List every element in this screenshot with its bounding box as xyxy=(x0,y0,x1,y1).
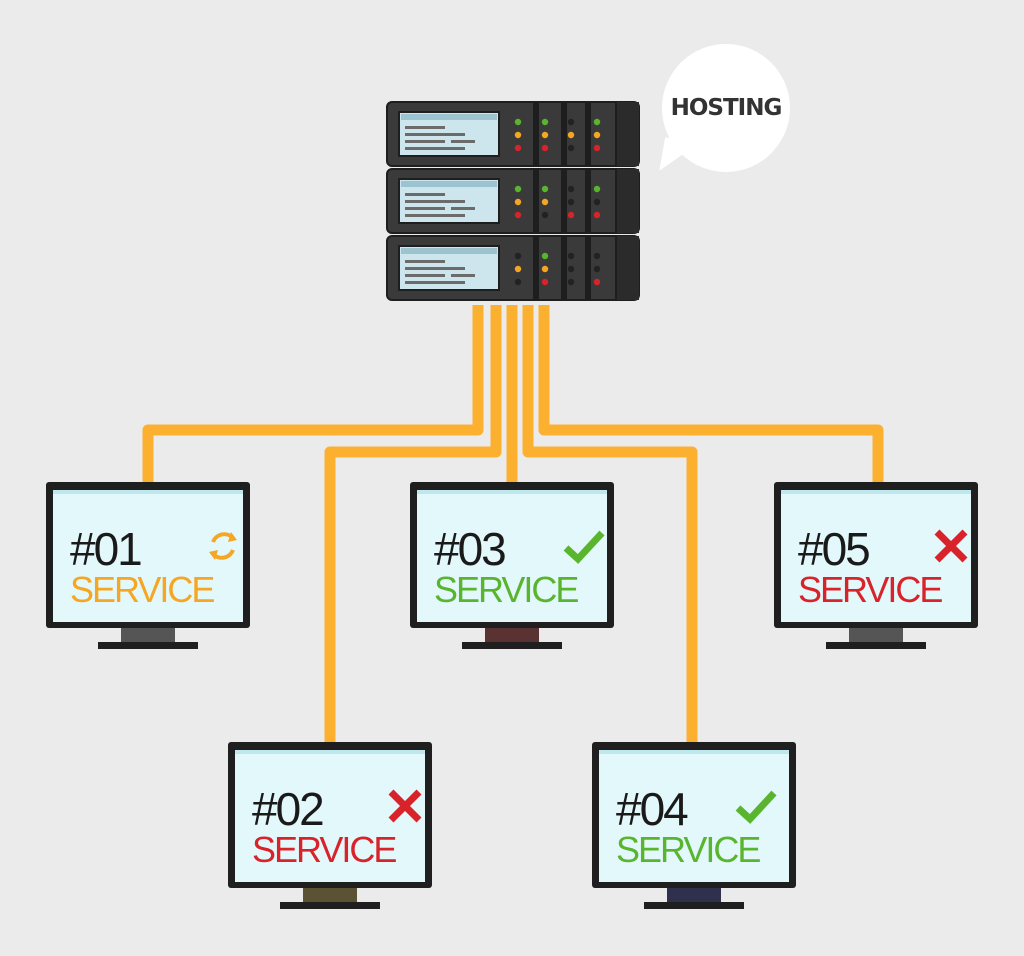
server-unit xyxy=(386,235,640,301)
status-led xyxy=(567,131,575,139)
cable-service-04 xyxy=(522,305,698,744)
monitor-screen: #04 SERVICE xyxy=(599,750,789,882)
server-unit xyxy=(386,101,640,167)
status-led xyxy=(514,265,522,273)
status-led xyxy=(567,118,575,126)
monitor-screen: #02 SERVICE xyxy=(235,750,425,882)
monitor-frame: #05 SERVICE xyxy=(774,482,978,628)
service-label: SERVICE xyxy=(616,829,761,870)
monitor-stand xyxy=(485,628,539,642)
status-led xyxy=(514,118,522,126)
cross-icon xyxy=(934,529,968,563)
status-led xyxy=(541,131,549,139)
status-led xyxy=(567,211,575,219)
server-unit xyxy=(386,168,640,234)
monitor-screen: #05 SERVICE xyxy=(781,490,971,622)
status-led xyxy=(593,144,601,152)
service-number: #05 xyxy=(798,523,871,575)
service-label: SERVICE xyxy=(70,569,215,610)
monitor-base xyxy=(280,902,380,909)
status-led xyxy=(541,185,549,193)
cable-service-05 xyxy=(538,305,884,484)
monitor-base xyxy=(826,642,926,649)
monitor-base xyxy=(462,642,562,649)
monitor-screen: #03 SERVICE xyxy=(417,490,607,622)
status-led xyxy=(541,118,549,126)
status-led xyxy=(514,185,522,193)
status-led xyxy=(567,278,575,286)
check-icon xyxy=(735,790,777,824)
status-led xyxy=(593,118,601,126)
service-label: SERVICE xyxy=(798,569,943,610)
status-led xyxy=(541,211,549,219)
monitor-frame: #01 SERVICE xyxy=(46,482,250,628)
status-led xyxy=(514,278,522,286)
status-led xyxy=(567,265,575,273)
check-icon xyxy=(563,530,605,564)
status-led xyxy=(541,252,549,260)
status-led xyxy=(541,144,549,152)
server-rack xyxy=(386,101,640,301)
service-number: #02 xyxy=(252,783,325,835)
hosting-label: HOSTING xyxy=(670,95,783,121)
status-led xyxy=(514,211,522,219)
service-number: #03 xyxy=(434,523,507,575)
service-label: SERVICE xyxy=(252,829,397,870)
refresh-icon xyxy=(209,532,237,560)
status-led xyxy=(514,198,522,206)
monitor-frame: #04 SERVICE xyxy=(592,742,796,888)
monitor-screen: #01 SERVICE xyxy=(53,490,243,622)
monitor-stand xyxy=(121,628,175,642)
service-label: SERVICE xyxy=(434,569,579,610)
status-led xyxy=(593,185,601,193)
status-led xyxy=(593,252,601,260)
monitor-service-03[interactable]: #03 SERVICE xyxy=(410,482,614,652)
speech-bubble: HOSTING xyxy=(662,44,790,172)
status-led xyxy=(593,131,601,139)
status-led xyxy=(541,198,549,206)
monitor-base xyxy=(644,902,744,909)
monitor-base xyxy=(98,642,198,649)
status-led xyxy=(567,198,575,206)
status-led xyxy=(567,185,575,193)
status-led xyxy=(567,252,575,260)
service-number: #01 xyxy=(70,523,143,575)
monitor-frame: #02 SERVICE xyxy=(228,742,432,888)
monitor-frame: #03 SERVICE xyxy=(410,482,614,628)
service-number: #04 xyxy=(616,783,689,835)
status-led xyxy=(593,278,601,286)
monitor-stand xyxy=(303,888,357,902)
status-led xyxy=(593,265,601,273)
status-led xyxy=(514,252,522,260)
monitor-service-05[interactable]: #05 SERVICE xyxy=(774,482,978,652)
status-led xyxy=(541,265,549,273)
monitor-service-02[interactable]: #02 SERVICE xyxy=(228,742,432,912)
monitor-stand xyxy=(849,628,903,642)
status-led xyxy=(567,144,575,152)
status-led xyxy=(514,144,522,152)
cross-icon xyxy=(388,789,422,823)
monitor-service-04[interactable]: #04 SERVICE xyxy=(592,742,796,912)
status-led xyxy=(593,198,601,206)
monitor-stand xyxy=(667,888,721,902)
status-led xyxy=(593,211,601,219)
monitor-service-01[interactable]: #01 SERVICE xyxy=(46,482,250,652)
cable-service-01 xyxy=(142,305,484,484)
status-led xyxy=(541,278,549,286)
status-led xyxy=(514,131,522,139)
cable-service-02 xyxy=(324,305,502,744)
